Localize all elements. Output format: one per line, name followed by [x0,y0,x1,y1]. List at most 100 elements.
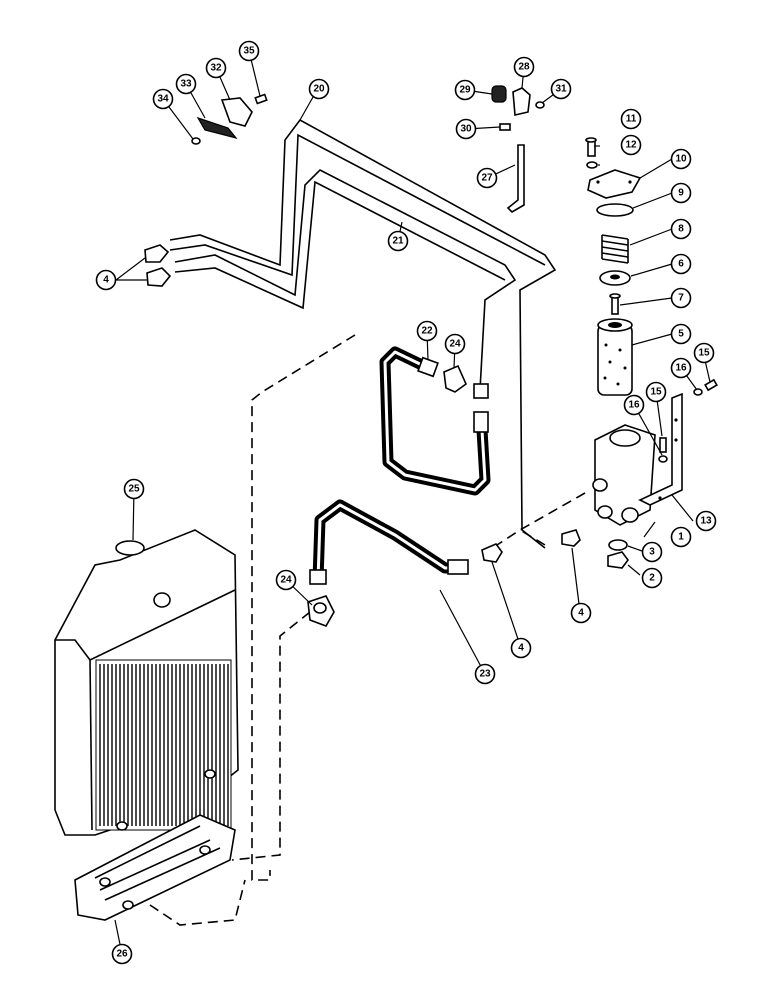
callout-7: 7 [670,287,692,309]
callout-28: 28 [513,56,535,78]
callout-21: 21 [387,230,409,252]
svg-text:10: 10 [675,154,687,165]
nut-31 [535,101,545,109]
hose-22 [379,346,491,496]
clamp-32 [220,97,253,127]
insulator-29 [491,85,507,103]
svg-text:35: 35 [243,46,255,57]
svg-text:26: 26 [116,949,128,960]
svg-text:7: 7 [678,293,684,304]
svg-text:31: 31 [555,84,567,95]
callout-12: 12 [620,134,642,156]
callout-23: 23 [474,663,496,685]
svg-text:21: 21 [392,236,404,247]
washer-16-lower [658,455,668,463]
filter-head-1 [592,424,656,526]
svg-text:15: 15 [698,348,710,359]
dashed-routing-line [149,334,586,926]
callout-4-center: 4 [510,637,532,659]
callout-30: 30 [455,118,477,140]
callout-33: 33 [175,73,197,95]
svg-text:1: 1 [678,532,684,543]
bolt-11 [585,137,597,157]
callout-5: 5 [670,323,692,345]
callout-1: 1 [670,526,692,548]
insulator-33 [196,116,238,140]
svg-text:9: 9 [678,188,684,199]
svg-text:16: 16 [628,400,640,411]
svg-text:32: 32 [210,63,222,74]
spring-8 [601,234,629,264]
svg-text:13: 13 [700,516,712,527]
callout-4-left: 4 [95,269,117,291]
callout-31: 31 [550,78,572,100]
callout-3: 3 [641,541,663,563]
fitting-4-left-upper [144,244,170,263]
svg-text:16: 16 [675,363,687,374]
svg-text:4: 4 [518,643,524,654]
tube-assembly-20 [169,118,557,549]
svg-text:12: 12 [625,140,637,151]
svg-text:4: 4 [103,275,109,286]
nut-34 [191,137,201,145]
svg-text:3: 3 [649,547,655,558]
bolt-30 [499,123,511,131]
svg-text:11: 11 [626,114,637,125]
svg-text:24: 24 [280,575,292,586]
callout-10: 10 [670,148,692,170]
callout-15-upper: 15 [693,342,715,364]
svg-text:6: 6 [678,259,684,270]
callout-26: 26 [111,943,133,965]
callouts: 1 2 3 4 4 4 4 5 6 7 8 9 10 11 12 13 15 1… [95,40,717,965]
svg-text:30: 30 [460,124,472,135]
plug-2 [607,551,629,569]
callout-16-lower: 16 [623,394,645,416]
callout-35: 35 [238,40,260,62]
callout-22: 22 [416,320,438,342]
callout-6: 6 [670,253,692,275]
svg-text:5: 5 [678,329,684,340]
callout-25: 25 [123,478,145,500]
washer-12 [586,161,598,169]
callout-24-lower: 24 [275,569,297,591]
callout-11: 11 [620,108,642,130]
callout-9: 9 [670,182,692,204]
svg-text:8: 8 [678,224,684,235]
callout-32: 32 [205,57,227,79]
bracket-13 [638,392,683,506]
svg-text:33: 33 [180,79,192,90]
svg-text:28: 28 [518,62,530,73]
fitting-4-center [481,543,503,563]
callout-27: 27 [476,167,498,189]
callout-2: 2 [641,567,663,589]
callout-34: 34 [152,88,174,110]
bolt-7 [609,293,621,315]
svg-text:34: 34 [157,94,169,105]
bracket-27 [506,144,525,214]
cover-10 [587,169,642,199]
svg-text:29: 29 [459,85,471,96]
svg-text:20: 20 [313,84,325,95]
callout-24-upper: 24 [444,333,466,355]
elbow-24-upper [443,364,467,393]
bolt-35 [254,93,268,105]
callout-15-lower: 15 [645,381,667,403]
radiator-25 [54,529,239,836]
bolt-15-lower [659,437,667,453]
elbow-24-lower [307,595,335,627]
bolt-15-upper [704,378,718,392]
svg-text:24: 24 [449,339,461,350]
fitting-4-right [561,529,581,547]
tube-assembly-21 [174,169,517,391]
callout-13: 13 [695,510,717,532]
retainer-6 [599,270,631,286]
hose-23 [309,499,469,585]
svg-text:4: 4 [578,608,584,619]
svg-text:23: 23 [479,669,491,680]
svg-text:27: 27 [481,173,493,184]
radiator-core-fins [99,664,229,826]
callout-20: 20 [308,78,330,100]
fitting-4-left-lower [146,267,172,287]
